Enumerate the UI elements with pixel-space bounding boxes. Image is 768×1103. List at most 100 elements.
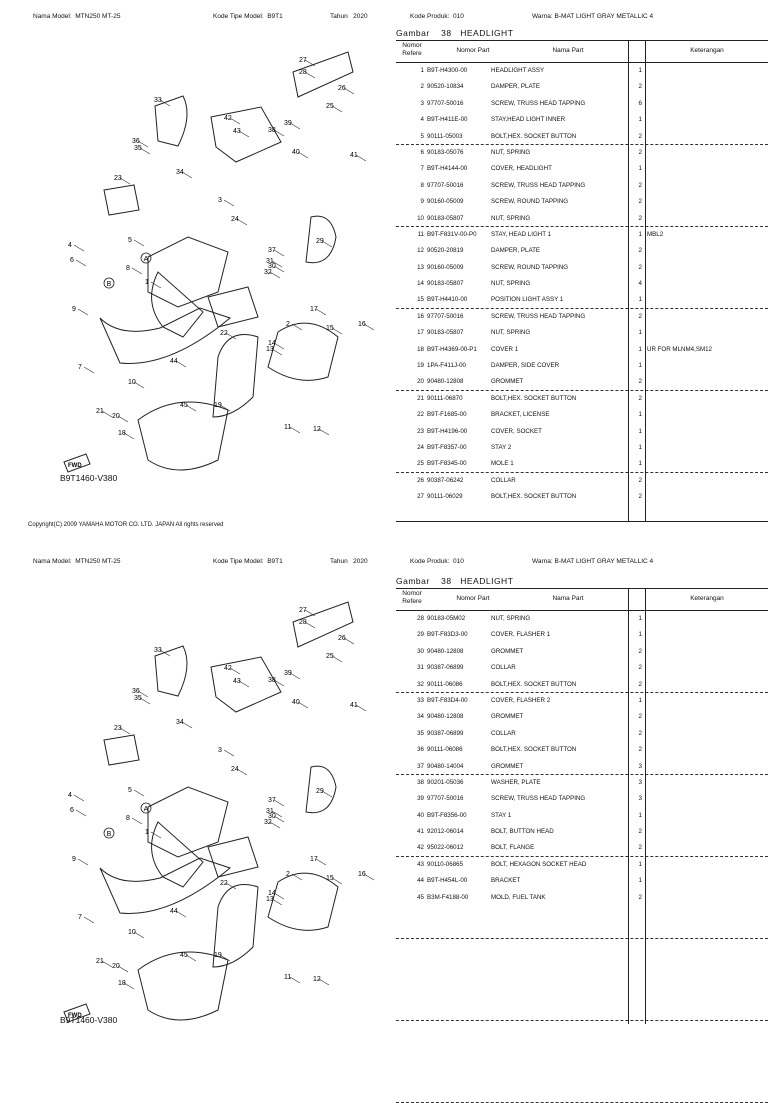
part-outline [207,836,259,878]
quantity: 2 [638,263,642,271]
leader-line [75,259,87,267]
part-name: BOLT, FLANGE [491,844,535,852]
part-number: B9T-F831V-00-P0 [427,230,477,238]
part-name: SCREW, TRUSS HEAD TAPPING [491,795,586,803]
leader-line [236,218,248,226]
ref-number: 3 [420,99,424,107]
callout-label: 19 [214,402,222,409]
part-name: SCREW, ROUND TAPPING [491,263,569,271]
callout-label: 45 [180,402,188,409]
leader-line [331,877,343,885]
part-number: 90183-05076 [427,148,464,156]
leader-line [139,147,151,155]
leader-line [219,404,231,412]
part-number: B9T-F8357-00 [427,443,467,451]
callout-label: 37 [268,797,276,804]
callout-label: 16 [358,321,366,328]
callout-label: 27 [299,57,307,64]
ref-number: 1 [420,67,424,74]
callout-label: 10 [128,379,136,386]
ref-number: 44 [417,877,424,885]
part-name: COVER, HEADLIGHT [491,165,552,173]
leader-line [131,267,143,275]
ref-number: 19 [417,362,424,370]
ref-number: 21 [417,394,424,402]
part-outline [103,734,140,766]
leader-line [175,360,187,368]
callout-label: 35 [134,695,142,702]
parts-table: Nomor Refere Nomor Part Nama Part Ketera… [396,40,768,506]
callout-label: 27 [299,607,307,614]
callout-label: A [144,256,149,263]
part-name: SCREW, ROUND TAPPING [491,198,569,206]
leader-line [181,171,193,179]
part-number: B9T-H4369-00-P1 [427,345,477,353]
part-number: 90387-06899 [427,664,464,672]
callout-label: 17 [310,306,318,313]
leader-line [139,697,151,705]
part-name: STAY,HEAD LIGHT INNER [491,116,566,124]
leader-line [137,690,149,698]
ref-number: 12 [417,247,424,255]
callout-label: 11 [284,974,291,981]
col-part-name: Nama Part [552,595,584,602]
ref-number: 29 [417,631,424,639]
group-separator [396,472,768,473]
ref-number: 40 [417,811,424,819]
group-separator [396,938,768,939]
quantity: 2 [638,844,642,852]
callout-label: 45 [180,952,188,959]
callout-label: 3 [218,197,222,204]
quantity: 3 [638,795,642,803]
callout-label: 37 [268,247,276,254]
part-name: BOLT,HEX. SOCKET BUTTON [491,493,577,501]
quantity: 1 [638,443,642,451]
ref-number: 41 [417,828,424,836]
callout-label: 11 [284,424,291,431]
quantity: 1 [638,362,642,370]
leader-line [83,366,95,374]
ref-number: 2 [420,83,424,91]
ref-number: 31 [417,664,424,672]
leader-line [304,71,316,79]
callout-label: 24 [231,766,239,773]
leader-line [175,910,187,918]
part-name: STAY 1 [491,811,512,819]
ref-number: 11 [417,230,424,238]
callout-label: 32 [264,819,272,826]
part-number: 90480-12808 [427,647,464,655]
quantity: 4 [638,280,642,288]
leader-line [133,789,145,797]
figure-id: B9T1460-V380 [60,1015,118,1025]
callout-label: 7 [78,364,82,371]
remarks: UR FOR MLNM4,SM12 [647,345,712,353]
part-name: BOLT, BUTTON HEAD [491,828,554,836]
part-number: 90160-05009 [427,263,464,271]
part-outline [292,601,354,648]
part-number: 90160-05009 [427,198,464,206]
callout-label: 7 [78,914,82,921]
group-separator [396,308,768,309]
leader-line [289,672,301,680]
callout-label: 3 [218,747,222,754]
leader-line [304,59,316,67]
leader-line [117,415,129,423]
leader-line [185,954,197,962]
quantity: 2 [638,247,642,255]
part-number: 90110-06865 [427,860,464,868]
callout-label: 35 [134,145,142,152]
quantity: 1 [638,427,642,435]
leader-line [101,410,113,418]
col-part-name: Nama Part [552,47,584,54]
group-separator [396,144,768,145]
